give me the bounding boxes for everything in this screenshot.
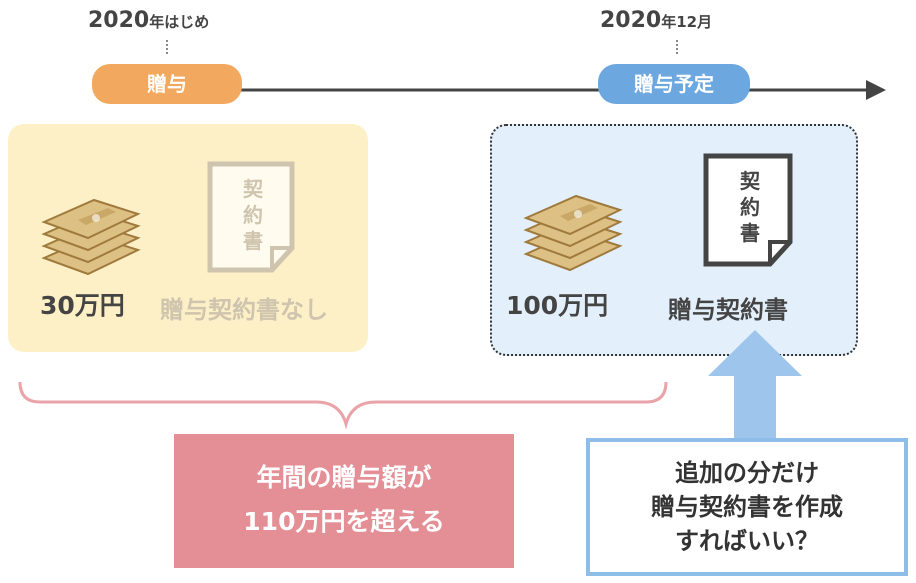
document-dark-chars: 契 約 書 [735,168,765,246]
doc-gray-char: 約 [243,203,263,227]
start-suffix: 年はじめ [149,13,210,31]
callout-box: 追加の分だけ 贈与契約書を作成 すればいい？ [586,438,908,576]
start-date: 2020年はじめ [88,8,209,33]
timeline-arrow [230,80,886,100]
callout-line1: 追加の分だけ [675,459,819,487]
planned-gift-pill: 贈与予定 [598,64,750,104]
end-tick [676,40,680,54]
start-tick [166,40,170,54]
doc-dark-char: 書 [740,221,760,245]
doc-gray-char: 書 [243,229,263,253]
document-dark-icon [703,153,793,267]
left-money-label: 30万円 [40,291,125,320]
doc-gray-char: 契 [243,177,263,201]
document-gray-icon [207,161,295,273]
end-date: 2020年12月 [600,8,712,33]
up-arrow [708,330,802,440]
doc-dark-char: 約 [740,195,760,219]
end-year: 2020 [600,8,662,33]
no-contract-label: 贈与契約書なし [160,296,328,324]
end-suffix: 年12月 [661,13,713,31]
callout-line2: 贈与契約書を作成 [651,493,843,521]
callout-line3: すればいい？ [675,527,819,555]
right-money-label: 100万円 [506,291,609,320]
contract-label: 贈与契約書 [668,296,788,324]
summary-line1: 年間の贈与額が [256,463,432,492]
summary-line2: 110万円を超える [243,507,445,536]
start-year: 2020 [88,8,150,33]
money-stack-icon [41,198,141,276]
money-stack-icon [523,194,623,272]
brace [18,381,668,430]
doc-dark-char: 契 [740,169,760,193]
summary-box: 年間の贈与額が 110万円を超える [174,434,514,568]
document-gray-chars: 契 約 書 [238,176,268,254]
gift-pill: 贈与 [92,64,242,104]
